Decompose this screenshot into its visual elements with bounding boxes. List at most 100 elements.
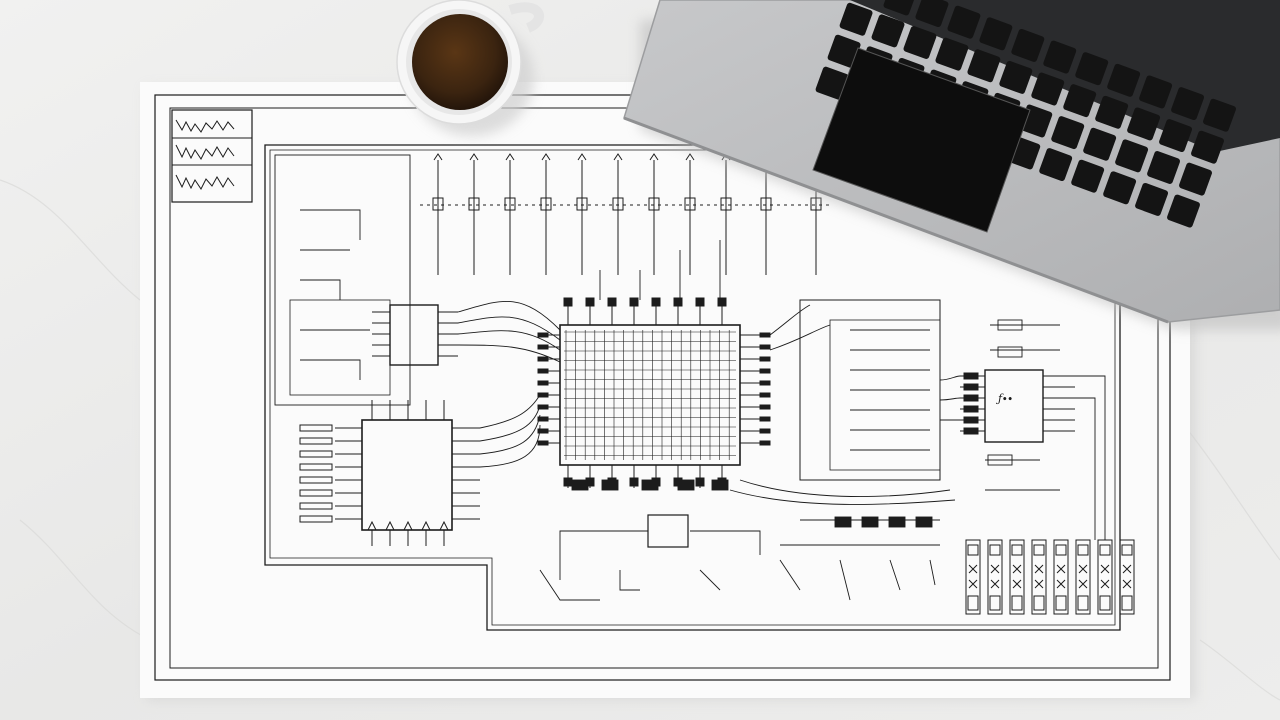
chip-pad: [759, 344, 771, 350]
trace: [457, 316, 561, 341]
connector-modules: [965, 539, 1135, 615]
keyboard-key: [1103, 171, 1137, 205]
keyboard-key: [1135, 182, 1169, 216]
chip-pad: [695, 297, 705, 307]
keyboard-key: [1147, 151, 1181, 184]
connector-mark: [990, 564, 1000, 574]
keyboard-key: [1011, 28, 1045, 62]
keyboard-key: [1031, 72, 1065, 106]
keyboard-key: [1063, 84, 1097, 118]
header-arrow: [649, 153, 659, 161]
connector-cell: [1077, 595, 1089, 611]
keyboard-key: [815, 66, 849, 100]
component: [861, 516, 879, 528]
chip-pad: [563, 297, 573, 307]
header-box: [720, 197, 732, 211]
keyboard-key: [1095, 95, 1129, 129]
header-arrow: [685, 153, 695, 161]
chip-pad: [629, 297, 639, 307]
chip-pad: [759, 380, 771, 386]
chip-pad: [963, 394, 979, 402]
chip-pad: [759, 332, 771, 338]
trace: [457, 301, 561, 331]
header-box: [612, 197, 624, 211]
header-box: [684, 197, 696, 211]
component: [997, 346, 1023, 358]
trace: [457, 330, 561, 351]
chip-pad: [759, 368, 771, 374]
connector-cell: [1099, 544, 1111, 556]
resistor: [299, 502, 333, 510]
keyboard-key: [1171, 87, 1205, 121]
trace: [479, 424, 541, 468]
component: [915, 516, 933, 528]
keyboard-key: [1107, 63, 1141, 97]
trace: [839, 559, 851, 601]
laptop-front-edge: [623, 116, 1169, 324]
chip-pad: [537, 428, 549, 434]
component: [571, 479, 589, 491]
keyboard-key: [1203, 98, 1236, 132]
connector-mark: [1012, 564, 1022, 574]
trace: [479, 404, 541, 442]
keyboard-key: [999, 60, 1033, 94]
chip-pin: [421, 520, 431, 546]
resistor: [299, 463, 333, 471]
connector-module: [1097, 539, 1113, 615]
connector-mark: [1078, 579, 1088, 589]
keyboard-key: [947, 5, 981, 39]
chip-pad: [759, 392, 771, 398]
keyboard-key: [1043, 40, 1077, 74]
trace: [1075, 375, 1106, 540]
component: [677, 479, 695, 491]
trace: [619, 570, 640, 591]
connector-cell: [1099, 595, 1111, 611]
chip-pad: [563, 477, 573, 487]
chip-pad: [537, 368, 549, 374]
laptop: [623, 0, 1280, 330]
trace: [300, 279, 341, 300]
circuit-traces: [300, 200, 1106, 601]
chip-pad: [537, 392, 549, 398]
keyboard-key: [839, 2, 873, 36]
central-chip-grid: [564, 330, 736, 460]
connector-mark: [1056, 564, 1066, 574]
chip-pin: [367, 520, 377, 546]
connector-mark: [1078, 564, 1088, 574]
keyboard-key: [1115, 139, 1149, 173]
connector-mark: [1122, 579, 1132, 589]
connector-mark: [968, 579, 978, 589]
trace: [779, 559, 801, 591]
keyboard-key: [1075, 52, 1109, 86]
header-arrow: [577, 153, 587, 161]
header-box: [648, 197, 660, 211]
connector-cell: [1121, 595, 1133, 611]
chip-pad: [607, 297, 617, 307]
trace: [939, 375, 961, 381]
chip-pad: [717, 297, 727, 307]
trace: [769, 304, 811, 336]
chip-pad: [537, 416, 549, 422]
keyboard-key: [1167, 194, 1200, 228]
chip-pad: [673, 297, 683, 307]
keyboard-key: [1139, 75, 1173, 109]
chip-pad: [759, 440, 771, 446]
chip-pad: [585, 297, 595, 307]
connector-mark: [1122, 564, 1132, 574]
connector-cell: [1033, 595, 1045, 611]
keyboard-key: [1051, 116, 1085, 150]
chip-pin: [439, 520, 449, 546]
trace: [479, 394, 541, 429]
keyboard-key: [967, 49, 1001, 83]
trackpad: [812, 47, 1031, 233]
connector-module: [965, 539, 981, 615]
component: [711, 479, 729, 491]
connector-cell: [1121, 544, 1133, 556]
component: [601, 479, 619, 491]
chip-pad: [695, 477, 705, 487]
trace: [300, 209, 361, 240]
connector-mark: [1100, 579, 1110, 589]
chip-pad: [963, 416, 979, 424]
header-box: [760, 197, 772, 211]
resistor: [299, 450, 333, 458]
